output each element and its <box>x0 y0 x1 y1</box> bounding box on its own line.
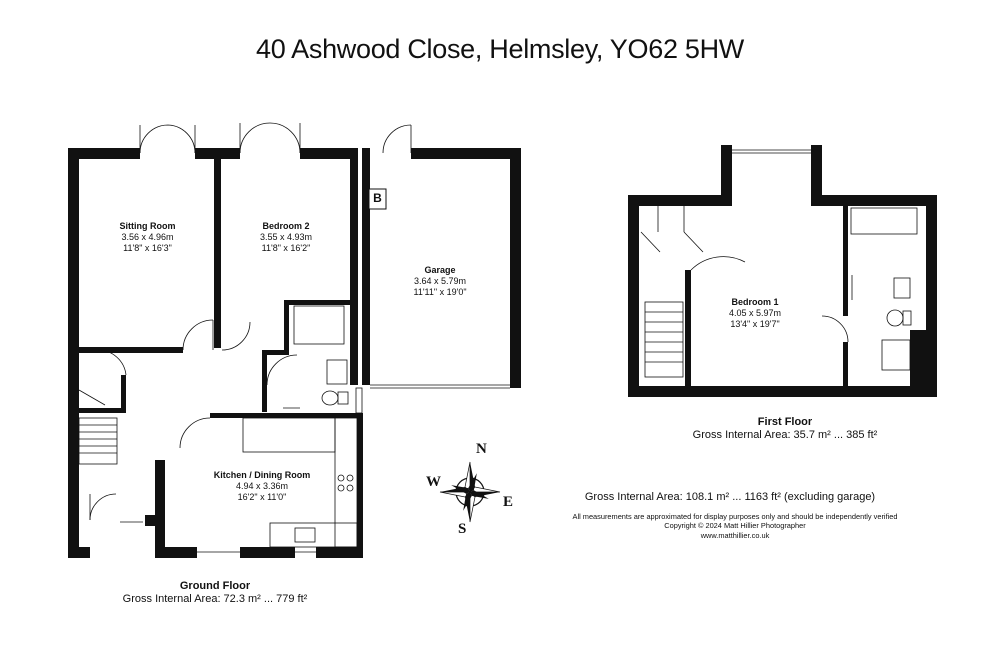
compass-north-label: N <box>476 441 487 457</box>
disclaimer: All measurements are approximated for di… <box>540 512 930 540</box>
ground-floor-plan <box>68 148 521 558</box>
first-floor-caption: First Floor Gross Internal Area: 35.7 m²… <box>670 416 900 442</box>
compass-rose <box>439 461 501 523</box>
room-metric: 4.94 x 3.36m <box>235 480 289 491</box>
compass-south-label: S <box>458 521 467 537</box>
room-name: Kitchen / Dining Room <box>213 470 311 480</box>
room-label-bedroom-1: Bedroom 1 4.05 x 5.97m 13'4" x 19'7" <box>700 297 810 329</box>
room-label-garage: Garage 3.64 x 5.79m 11'11" x 19'0" <box>370 265 510 297</box>
compass-west-label: W <box>426 474 441 490</box>
floor-name: Ground Floor <box>179 580 251 592</box>
disclaimer-copyright: Copyright © 2024 Matt Hillier Photograph… <box>664 521 806 531</box>
boiler-box <box>368 188 387 210</box>
room-imperial: 11'11" x 19'0" <box>413 286 467 297</box>
room-metric: 3.55 x 4.93m <box>259 231 313 242</box>
room-label-kitchen-dining: Kitchen / Dining Room 4.94 x 3.36m 16'2"… <box>192 470 332 502</box>
first-floor-plan <box>628 145 937 397</box>
room-imperial: 11'8" x 16'3" <box>123 242 172 253</box>
room-label-bedroom-2: Bedroom 2 3.55 x 4.93m 11'8" x 16'2" <box>222 221 350 253</box>
first-floor-details <box>640 149 918 378</box>
property-address-title: 40 Ashwood Close, Helmsley, YO62 5HW <box>256 34 744 64</box>
room-metric: 3.64 x 5.79m <box>413 275 467 286</box>
boiler-label: B <box>373 191 382 205</box>
disclaimer-website: www.matthillier.co.uk <box>700 530 770 540</box>
room-label-sitting-room: Sitting Room 3.56 x 4.96m 11'8" x 16'3" <box>80 221 215 253</box>
ground-floor-caption: Ground Floor Gross Internal Area: 72.3 m… <box>100 580 330 606</box>
ground-floor-details <box>78 122 510 553</box>
floor-area: Gross Internal Area: 35.7 m² ... 385 ft² <box>692 429 878 442</box>
room-metric: 4.05 x 5.97m <box>728 307 782 318</box>
room-name: Bedroom 1 <box>731 297 779 307</box>
room-name: Bedroom 2 <box>262 221 310 231</box>
floor-area: Gross Internal Area: 72.3 m² ... 779 ft² <box>122 593 308 606</box>
total-gross-internal-area: Gross Internal Area: 108.1 m² ... 1163 f… <box>584 491 876 503</box>
room-imperial: 16'2" x 11'0" <box>237 491 287 502</box>
disclaimer-measurements: All measurements are approximated for di… <box>572 512 898 521</box>
room-name: Sitting Room <box>119 221 176 231</box>
room-imperial: 11'8" x 16'2" <box>261 242 311 253</box>
compass-east-label: E <box>503 494 514 510</box>
room-imperial: 13'4" x 19'7" <box>730 318 780 329</box>
room-name: Garage <box>424 265 456 275</box>
room-metric: 3.56 x 4.96m <box>121 231 174 242</box>
floor-name: First Floor <box>757 416 813 428</box>
